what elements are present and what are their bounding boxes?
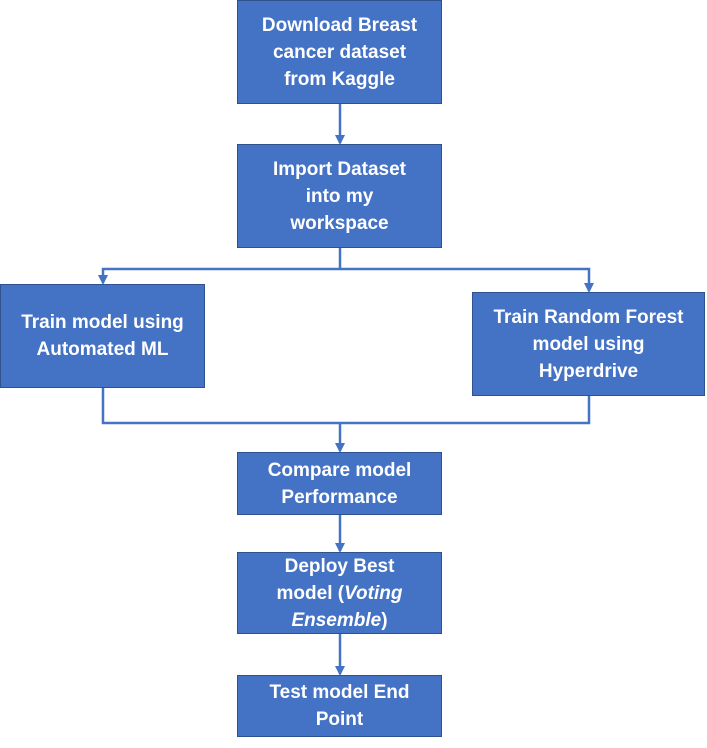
node-test-endpoint: Test model End Point [237, 675, 442, 737]
node-text-line: Performance [281, 486, 398, 508]
node-text-line: Hyperdrive [538, 360, 639, 382]
node-train-hyperdrive: Train Random Forest model using Hyperdri… [472, 292, 705, 396]
node-deploy-best-model: Deploy Best model (Voting Ensemble) [237, 552, 442, 634]
node-compare-performance: Compare model Performance [237, 452, 442, 515]
node-text-line: cancer dataset [272, 41, 407, 63]
node-text-line: Point [315, 709, 364, 730]
node-text-line: Train model using [21, 312, 184, 333]
node-import-dataset: Import Dataset into my workspace [237, 144, 442, 248]
node-text-line: workspace [290, 212, 389, 234]
deploy-text-post: ) [381, 609, 388, 631]
node-text-line: Compare model [267, 459, 412, 481]
edge-automl-merge [101, 388, 340, 425]
node-text-line: Ensemble) [277, 607, 403, 634]
node-download-dataset: Download Breast cancer dataset from Kagg… [237, 0, 442, 104]
node-text-line: into my [305, 185, 374, 207]
node-text-line: Download Breast [261, 14, 418, 36]
node-text-line: Deploy Best [284, 555, 395, 577]
node-text-line: Import Dataset [272, 158, 407, 180]
node-text-line: Train Random Forest [493, 306, 684, 328]
node-text-line: model (Voting [277, 580, 403, 607]
node-text-line: Automated ML [36, 339, 169, 360]
edge-hyperdrive-merge [340, 396, 591, 425]
deploy-text-italic: Voting [344, 582, 403, 604]
node-text-line: from Kaggle [284, 68, 395, 90]
deploy-text-pre: model ( [276, 582, 345, 604]
node-train-automl: Train model using Automated ML [0, 284, 205, 388]
edge-split-automl [98, 267, 340, 285]
edge-split-hyperdrive [340, 267, 594, 293]
node-text-line: model using [532, 333, 645, 355]
node-text-line: Test model End [269, 682, 410, 703]
deploy-text-italic: Ensemble [291, 609, 382, 631]
